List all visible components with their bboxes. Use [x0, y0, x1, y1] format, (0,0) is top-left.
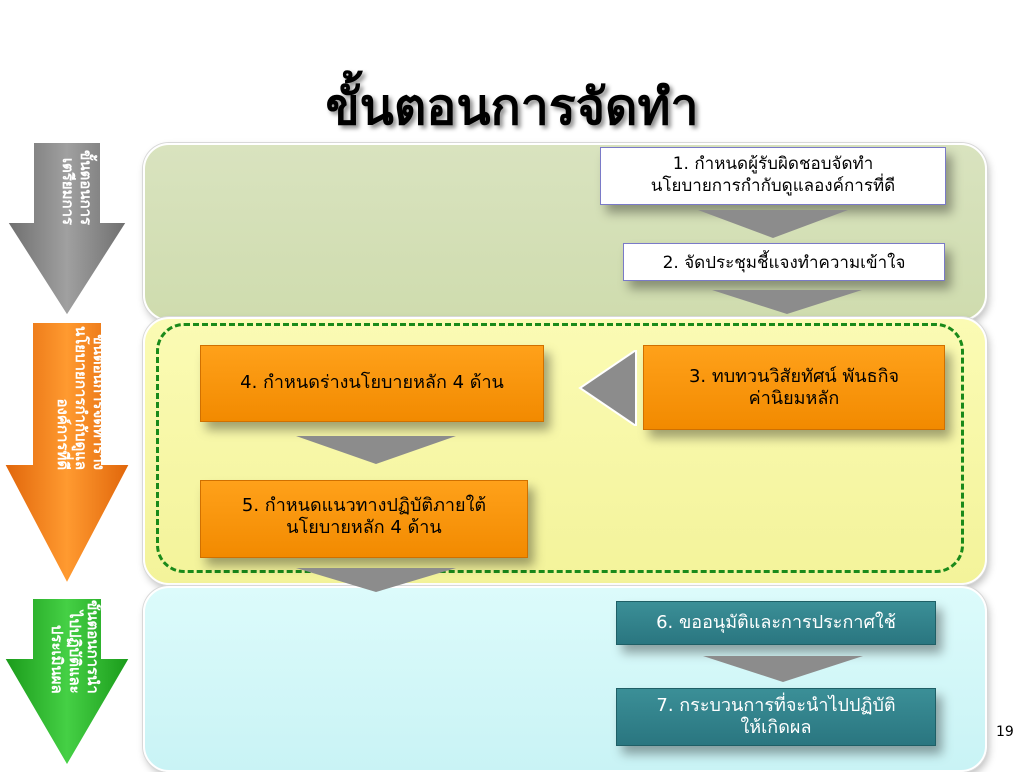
- step-3-box: 3. ทบทวนวิสัยทัศน์ พันธกิจ ค่านิยมหลัก: [643, 345, 945, 430]
- phase-label-implementation: ขั้นตอนการนำ ไปปฏิบัติและ ประเมินผล: [48, 600, 102, 694]
- step-4-box: 4. กำหนดร่างนโยบายหลัก 4 ด้าน: [200, 345, 544, 422]
- down-chevron-icon: [296, 436, 456, 464]
- step-6-box: 6. ขออนุมัติและการประกาศใช้: [616, 601, 936, 645]
- phase-arrow-implementation: [2, 598, 132, 768]
- phase-arrow-preparation: [5, 142, 129, 318]
- phase-label-drafting: ขั้นตอนการจัดทำร่าง นโยบายการกำกับดูแล อ…: [54, 326, 108, 471]
- step-1-box: 1. กำหนดผู้รับผิดชอบจัดทำ นโยบายการกำกับ…: [600, 147, 946, 205]
- down-chevron-icon: [712, 290, 862, 314]
- left-arrow-icon: [578, 350, 637, 426]
- step-2-box: 2. จัดประชุมชี้แจงทำความเข้าใจ: [623, 243, 945, 281]
- step-7-box: 7. กระบวนการที่จะนำไปปฏิบัติ ให้เกิดผล: [616, 688, 936, 746]
- down-chevron-icon: [698, 210, 848, 238]
- phase-arrow-drafting: [2, 322, 132, 586]
- down-chevron-icon: [703, 656, 863, 682]
- phase-label-preparation: ขั้นตอนการ เตรียมการ: [59, 150, 95, 226]
- drafting-dashed-border: [156, 323, 964, 573]
- page-number: 19: [996, 724, 1014, 740]
- page-title: ขั้นตอนการจัดทำ: [325, 78, 699, 136]
- down-chevron-icon: [296, 568, 456, 592]
- step-5-box: 5. กำหนดแนวทางปฏิบัติภายใต้ นโยบายหลัก 4…: [200, 480, 528, 558]
